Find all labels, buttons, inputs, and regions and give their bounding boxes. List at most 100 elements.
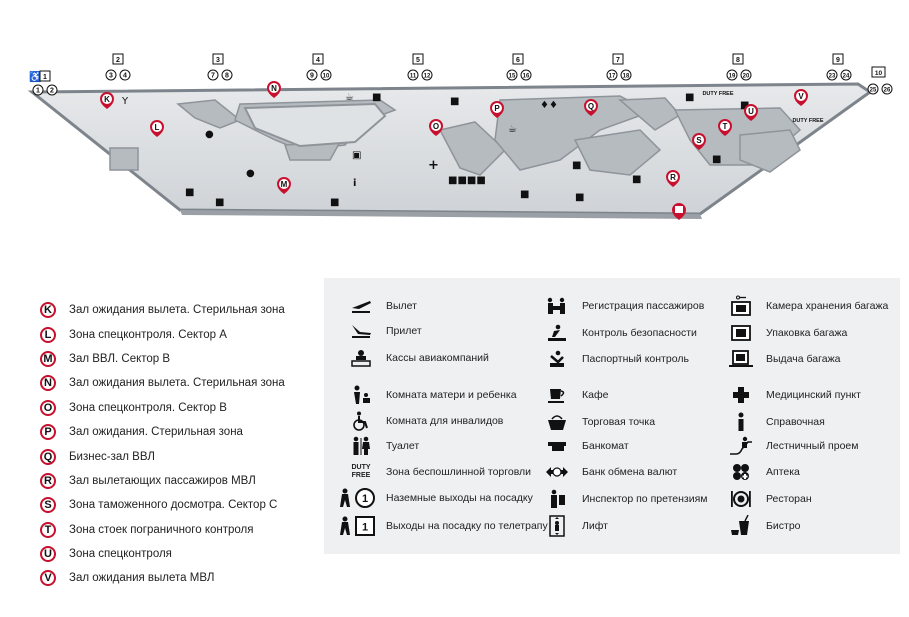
- marker-o[interactable]: O: [429, 119, 443, 136]
- shop-icon: ■: [215, 197, 224, 208]
- zone-label: Зона стоек пограничного контроля: [69, 523, 254, 536]
- legend-label: Банкомат: [582, 440, 629, 452]
- gate-9[interactable]: 9 23 24: [826, 53, 852, 81]
- exchange-icon: [542, 461, 572, 483]
- gate-2[interactable]: 2 3 4: [105, 53, 131, 81]
- bus-gate-number: 16: [523, 74, 530, 80]
- bus-gate-number: 1: [36, 88, 40, 95]
- legend-label: Контроль безопасности: [582, 327, 697, 339]
- shop-icon: [542, 411, 572, 433]
- bus-gate-number: 4: [123, 73, 127, 80]
- legend-item-bistro: Бистро: [726, 515, 801, 537]
- zone-label: Зал ожидания вылета. Стерильная зона: [69, 304, 285, 317]
- gate-3[interactable]: 3 7 8: [207, 53, 233, 81]
- bus-gate-number: 9: [310, 73, 314, 80]
- marker-v[interactable]: V: [794, 89, 808, 106]
- bus-gate-number: 7: [211, 73, 215, 80]
- shop-icon: ■■■■: [448, 175, 486, 186]
- ticket-office-icon: [346, 347, 376, 369]
- zone-item-k: K Зал ожидания вылета. Стерильная зона: [40, 298, 320, 322]
- zone-label: Зал ожидания. Стерильная зона: [69, 426, 243, 439]
- shop-icon: ■: [632, 174, 641, 185]
- duty-free-badge: DUTY: [351, 464, 371, 471]
- security-icon: [542, 322, 572, 344]
- zone-badge: P: [40, 424, 56, 441]
- gate-6[interactable]: 6 15 16: [506, 53, 532, 81]
- baggage-claim-icon: [726, 348, 756, 370]
- marker-p[interactable]: P: [490, 101, 504, 118]
- cafe-icon: Y: [121, 96, 129, 107]
- svg-text:DUTY FREE: DUTY FREE: [792, 118, 823, 124]
- legend-item-pharmacy: Аптека: [726, 461, 800, 483]
- mother-child-icon: [346, 384, 376, 406]
- marker-m[interactable]: M: [277, 177, 291, 194]
- jetbridge-gate-icon: 1: [338, 515, 376, 537]
- shop-icon: ■: [330, 197, 339, 208]
- legend-label: Банк обмена валют: [582, 466, 678, 478]
- legend-item-departure: Вылет: [346, 295, 417, 317]
- bus-gate-number: 10: [323, 74, 330, 80]
- marker-u[interactable]: U: [744, 104, 758, 121]
- zone-label: Зона таможенного досмотра. Сектор С: [69, 499, 278, 512]
- legend-item-stairs: Лестничный проем: [726, 435, 858, 457]
- terminal-floor-edge: [180, 210, 702, 219]
- gate-number: 4: [316, 57, 320, 64]
- legend-label: Кассы авиакомпаний: [386, 352, 489, 364]
- cafe-icon: ☕: [345, 92, 354, 103]
- baggage-marker[interactable]: [672, 203, 686, 220]
- legend-label: Лестничный проем: [766, 440, 859, 452]
- legend-label: Торговая точка: [582, 416, 656, 428]
- zone-badge: K: [40, 302, 56, 319]
- gate-10[interactable]: 10 25 26: [867, 66, 893, 95]
- ground-gate-icon: 1: [338, 487, 376, 509]
- legend-item-exchange: Банк обмена валют: [542, 461, 677, 483]
- legend-item-shop: Торговая точка: [542, 411, 655, 433]
- svg-text:Q: Q: [588, 102, 594, 111]
- gate-number: 1: [43, 74, 47, 81]
- gate-1[interactable]: ♿ 1 1 2: [29, 70, 58, 96]
- marker-n[interactable]: N: [267, 81, 281, 98]
- check-in-icon: [542, 295, 572, 317]
- marker-s[interactable]: S: [692, 133, 706, 150]
- marker-t[interactable]: T: [718, 119, 732, 136]
- legend-item-check-in: Регистрация пассажиров: [542, 295, 704, 317]
- gate-number: 7: [616, 57, 620, 64]
- marker-r[interactable]: R: [666, 170, 680, 187]
- gate-5[interactable]: 5 11 12: [407, 53, 433, 81]
- gate-number: 9: [836, 57, 840, 64]
- legend-label: Аптека: [766, 466, 800, 478]
- marker-k[interactable]: K: [100, 92, 114, 109]
- legend-label: Упаковка багажа: [766, 327, 848, 339]
- gate-7[interactable]: 7 17 18: [606, 53, 632, 81]
- legend-item-jetbridge-gate: 1 Выходы на посадку по телетрапу: [338, 515, 548, 537]
- gate-labels: ♿ 1 1 2 2 3 4 3 7 8 4 9: [29, 53, 893, 96]
- svg-text:T: T: [723, 122, 728, 131]
- bus-gate-number: 17: [609, 74, 616, 80]
- svg-text:S: S: [696, 136, 702, 145]
- gate-number: 3: [216, 57, 220, 64]
- cafe-icon: [542, 384, 572, 406]
- restaurant-icon: [726, 488, 756, 510]
- atm-icon: [542, 435, 572, 457]
- svg-text:U: U: [748, 107, 754, 116]
- zone-label: Зал ожидания вылета МВЛ: [69, 572, 215, 585]
- zone-badge: O: [40, 399, 56, 416]
- gate-8[interactable]: 8 19 20: [726, 53, 752, 81]
- marker-l[interactable]: L: [150, 120, 164, 137]
- arrival-icon: [346, 320, 376, 342]
- svg-text:P: P: [494, 104, 500, 113]
- bus-gate-number: 15: [509, 74, 516, 80]
- marker-q[interactable]: Q: [584, 99, 598, 116]
- legend-label: Бистро: [766, 520, 801, 532]
- cafe-icon: ☕: [508, 124, 517, 135]
- duty-free-badge: FREE: [351, 472, 371, 479]
- gate-number: 2: [116, 57, 120, 64]
- gate-4[interactable]: 4 9 10: [306, 53, 332, 81]
- zone-label: Зона спецконтроля. Сектор В: [69, 401, 227, 414]
- legend-item-luggage-storage: Камера хранения багажа: [726, 295, 888, 317]
